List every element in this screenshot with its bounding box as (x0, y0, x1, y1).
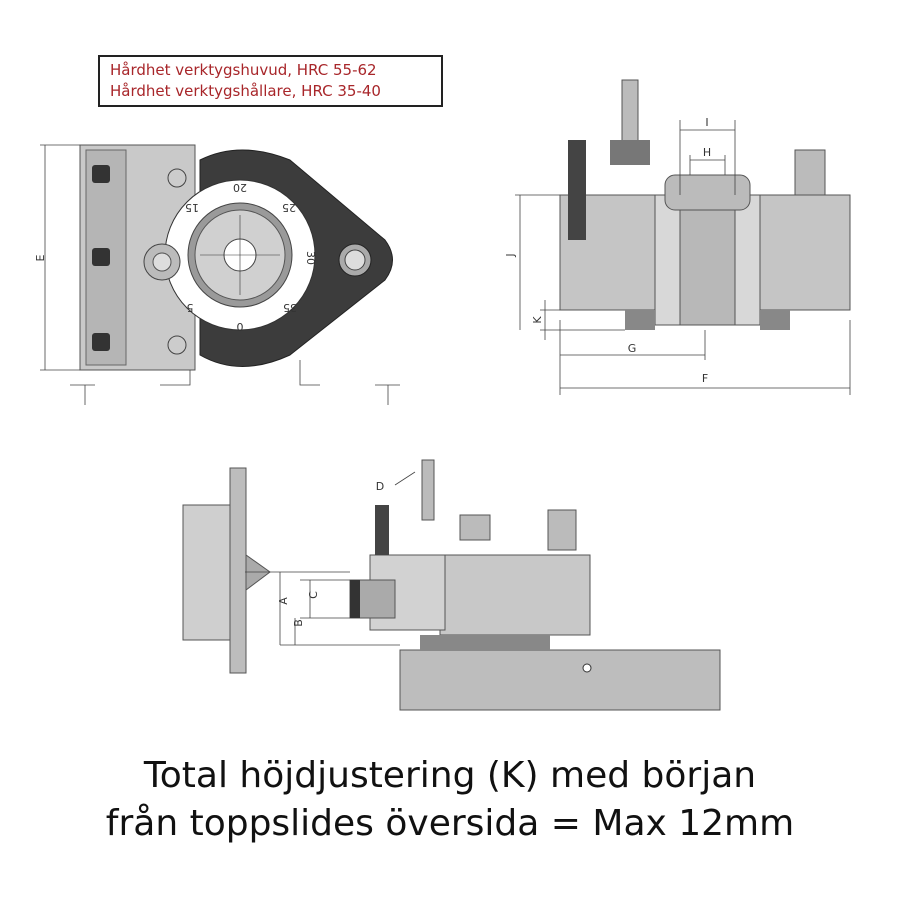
caption: Total höjdjustering (K) med början från … (0, 752, 900, 848)
caption-line-2: från toppslides översida = Max 12mm (105, 803, 795, 844)
dial-number-35: 35 (283, 301, 297, 314)
dim-label-h: H (703, 146, 711, 159)
top-view: 0 5 15 20 25 30 35 E (34, 144, 400, 405)
dim-label-g: G (628, 342, 637, 355)
dim-label-d: D (376, 480, 384, 493)
side-view: I H J K G F (504, 79, 851, 395)
dim-label-i: I (705, 116, 708, 129)
dial-number-25: 25 (282, 201, 296, 214)
dim-label-e: E (34, 254, 47, 261)
hardness-note: Hårdhet verktygshuvud, HRC 55-62 Hårdhet… (98, 55, 443, 107)
dial-number-0: 0 (237, 321, 244, 334)
dial-number-30: 30 (304, 251, 317, 265)
dial-number-20: 20 (233, 181, 247, 194)
dim-label-c: C (307, 591, 320, 599)
dim-label-f: F (702, 372, 708, 385)
dim-label-k: K (531, 316, 544, 324)
dim-label-a: A (277, 597, 290, 605)
caption-line-1: Total höjdjustering (K) med början (143, 755, 757, 796)
dim-label-j: J (504, 253, 517, 257)
dim-label-b: B (292, 619, 305, 627)
dial-number-5: 5 (187, 301, 194, 314)
hardness-head-text: Hårdhet verktygshuvud, HRC 55-62 (110, 61, 377, 79)
front-view: D A B C (182, 459, 721, 711)
dial-number-15: 15 (185, 201, 199, 214)
hardness-holder-text: Hårdhet verktygshållare, HRC 35-40 (110, 82, 381, 100)
